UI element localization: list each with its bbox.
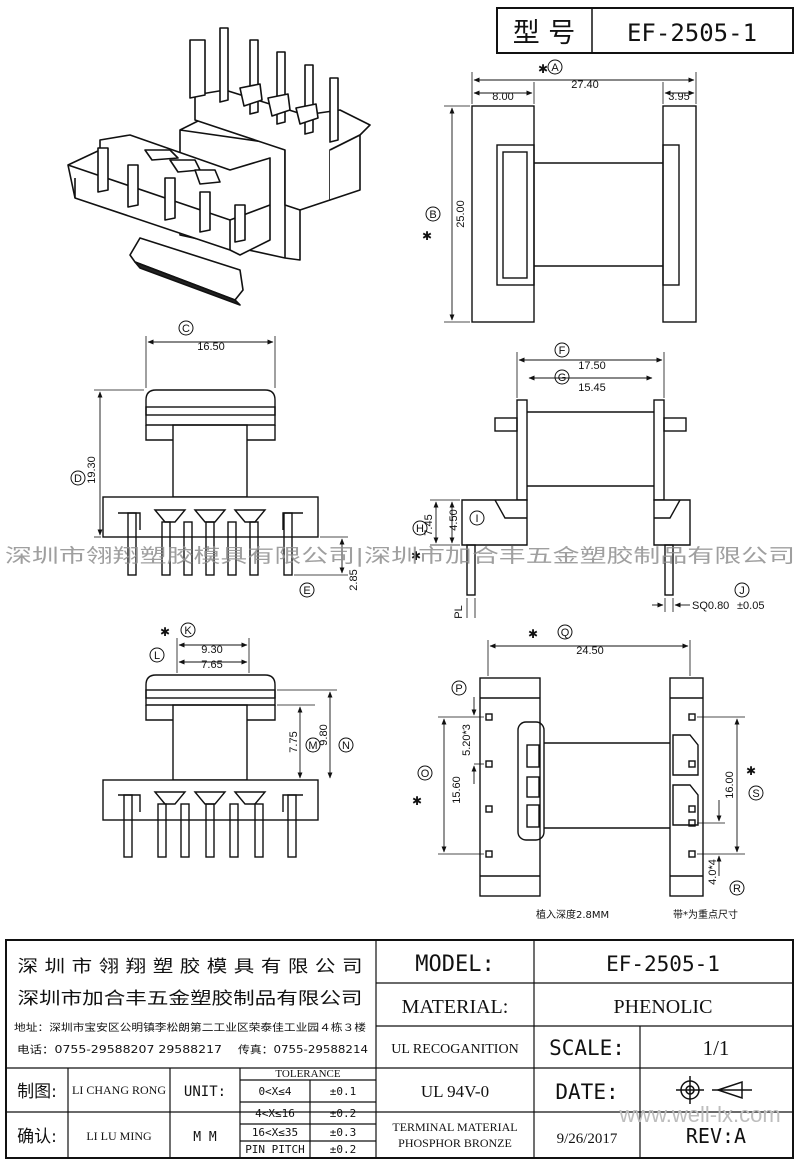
label-P: P [455, 683, 462, 695]
tol-range-3: PIN PITCH [245, 1143, 305, 1156]
label-E: E [303, 585, 310, 597]
checked-value: LI LU MING [86, 1129, 152, 1143]
dim-C: 16.50 [197, 341, 225, 353]
terminal-line2: PHOSPHOR BRONZE [398, 1136, 512, 1150]
tol-value-1: ±0.2 [330, 1107, 357, 1120]
bottom-left-view [102, 622, 354, 858]
scale-value: 1/1 [703, 1036, 730, 1060]
dim-S: 16.00 [724, 771, 736, 799]
header-model-value: EF-2505-1 [627, 19, 757, 47]
front-view [70, 320, 348, 598]
terminal-line1: TERMINAL MATERIAL [392, 1120, 517, 1134]
rev-label: REV:A [686, 1124, 746, 1148]
model-value: EF-2505-1 [606, 952, 720, 976]
unit-label: UNIT: [184, 1084, 226, 1100]
fax: 传真：0755-29588214 [238, 1043, 368, 1056]
label-I: I [475, 513, 478, 525]
title-block [5, 939, 794, 1159]
dim-J: SQ0.80 [692, 600, 729, 612]
label-O: O [421, 768, 430, 780]
dim-Q: 24.50 [576, 645, 604, 657]
dim-O: 15.60 [451, 776, 463, 804]
bottom-right-view [417, 624, 764, 897]
svg-text:✱: ✱ [746, 764, 756, 778]
tol-value-3: ±0.2 [330, 1143, 357, 1156]
tol-range-1: 4<X≤16 [255, 1107, 295, 1120]
label-L: L [154, 650, 160, 662]
tol-value-2: ±0.3 [330, 1126, 357, 1139]
checked-label: 确认: [17, 1127, 57, 1147]
dim-P: 5.20*3 [461, 724, 473, 756]
label-Q: Q [561, 627, 570, 639]
dim-F: 17.50 [578, 360, 606, 372]
note-key: 带*为重点尺寸 [673, 908, 738, 921]
drawn-value: LI CHANG RONG [72, 1083, 166, 1097]
date-label: DATE: [555, 1080, 618, 1104]
ul-value: UL 94V-0 [421, 1082, 489, 1101]
dim-M: 7.75 [288, 731, 300, 752]
address: 地址：深圳市宝安区公明镇李松朗第二工业区荣泰佳工业园４栋３楼 [14, 1021, 366, 1034]
label-R: R [733, 883, 741, 895]
svg-text:✱: ✱ [538, 62, 548, 76]
ul-label: UL RECOGANITION [391, 1042, 518, 1057]
tol-range-2: 16<X≤35 [252, 1126, 298, 1139]
date-value: 9/26/2017 [557, 1131, 618, 1147]
phone: 电话：0755-29588207 29588217 [17, 1043, 222, 1056]
svg-text:✱: ✱ [412, 794, 422, 808]
label-F: F [559, 345, 566, 357]
label-K: K [184, 625, 192, 637]
dim-H: 7.45 [423, 514, 435, 535]
model-label: MODEL: [415, 952, 494, 977]
dim-I: 4.50 [448, 509, 460, 530]
tolerance-title: TOLERANCE [275, 1068, 340, 1080]
label-N: N [342, 740, 350, 752]
dim-N: 9.80 [318, 724, 330, 745]
label-B: B [429, 209, 436, 221]
company2: 深圳市加合丰五金塑胶制品有限公司 [18, 989, 363, 1009]
label-A: A [551, 62, 559, 74]
dim-B: 25.00 [455, 200, 467, 228]
label-M: M [308, 740, 317, 752]
scale-label: SCALE: [549, 1036, 625, 1060]
watermark-company: 深圳市翎翔塑胶模具有限公司|深圳市加合丰五金塑胶制品有限公司 [5, 545, 795, 567]
dim-3-95: 3.95 [668, 91, 689, 103]
tol-value-0: ±0.1 [330, 1085, 357, 1098]
side-view [412, 342, 750, 618]
header-model-label: 型 号 [513, 18, 576, 49]
top-view [425, 59, 697, 323]
dim-8: 8.00 [492, 91, 513, 103]
label-S: S [752, 788, 759, 800]
material-label: MATERIAL: [402, 996, 509, 1018]
svg-text:✱: ✱ [422, 229, 432, 243]
projection-symbol-icon [676, 1076, 752, 1104]
label-H: H [416, 523, 424, 535]
company1: 深 圳 市 翎 翔 塑 胶 模 具 有 限 公 司 [18, 957, 363, 977]
label-J: J [739, 585, 745, 597]
label-C: C [182, 323, 190, 335]
label-PL: PL [453, 605, 465, 618]
dim-K: 9.30 [201, 644, 222, 656]
svg-text:✱: ✱ [160, 625, 170, 639]
material-value: PHENOLIC [614, 996, 713, 1018]
unit-value: M M [193, 1130, 217, 1145]
isometric-view [67, 27, 371, 306]
note-depth: 植入深度2.8MM [536, 908, 609, 921]
dim-R: 4.0*4 [707, 859, 719, 885]
dim-G: 15.45 [578, 382, 606, 394]
drawn-label: 制图: [17, 1082, 57, 1102]
dim-L: 7.65 [201, 659, 222, 671]
header-model-box: 型 号 EF-2505-1 [496, 7, 794, 54]
tol-range-0: 0<X≤4 [258, 1085, 291, 1098]
dim-D: 19.30 [86, 456, 98, 484]
svg-text:✱: ✱ [411, 549, 421, 563]
dim-A: 27.40 [571, 79, 599, 91]
label-D: D [74, 473, 82, 485]
dim-E: 2.85 [348, 569, 360, 590]
dim-J-tol: ±0.05 [737, 600, 764, 612]
watermark-site: www.well-lx.com [618, 1102, 780, 1127]
svg-text:✱: ✱ [528, 627, 538, 641]
label-G: G [558, 372, 567, 384]
